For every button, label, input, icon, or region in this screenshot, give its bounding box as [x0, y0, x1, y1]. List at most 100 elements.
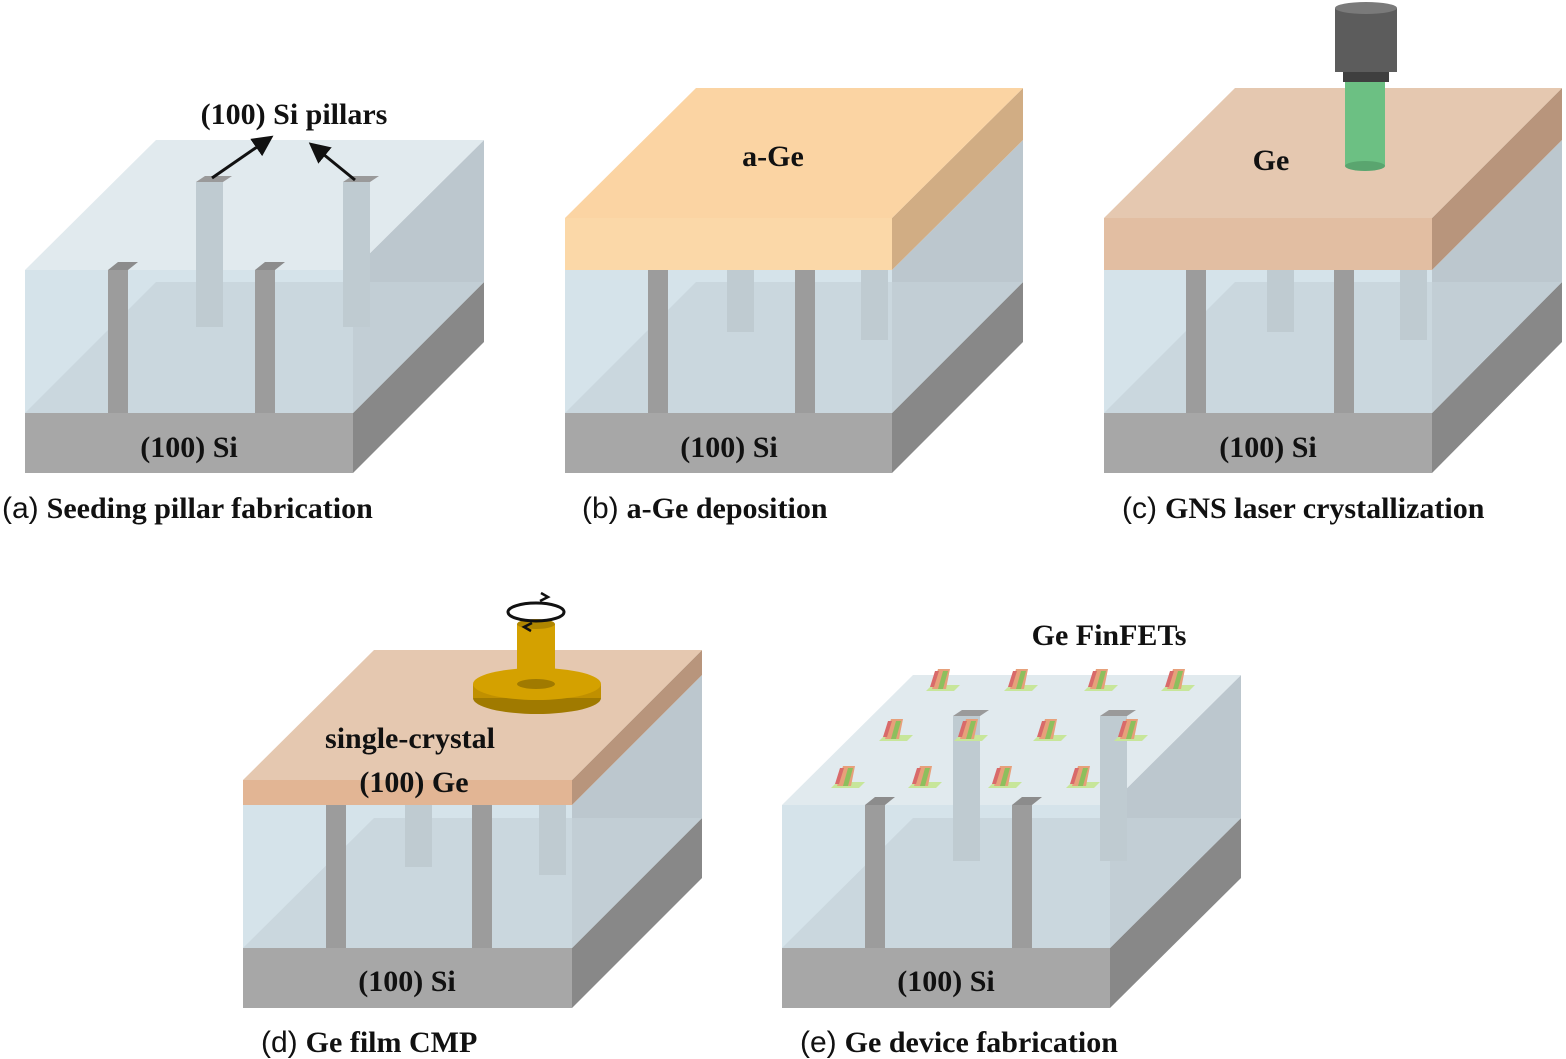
- panel-e: Ge FinFETs (100) Si (e)Ge device fabrica…: [782, 619, 1241, 1059]
- aGe-film-top: [565, 88, 1023, 218]
- substrate-label-d: (100) Si: [358, 965, 456, 998]
- finfet-device: [1084, 669, 1118, 691]
- front-pillar-right: [472, 805, 492, 948]
- cmp-spindle: [517, 624, 555, 684]
- pillar-annotation: (100) Si pillars: [201, 98, 388, 131]
- si-substrate-side: [892, 282, 1023, 473]
- oxide-inner-floor: [1104, 282, 1562, 413]
- aGe-film-front: [565, 218, 892, 270]
- substrate-label-e: (100) Si: [897, 965, 995, 998]
- back-pillar-left: [727, 270, 754, 332]
- finfet-device: [1033, 719, 1067, 741]
- back-pillar-right: [1400, 270, 1427, 340]
- ge-film-side: [1432, 88, 1562, 270]
- caption-text-b: a-Ge deposition: [627, 492, 828, 525]
- finfet-device: [879, 719, 913, 741]
- caption-text-c: GNS laser crystallization: [1165, 492, 1485, 525]
- substrate-label-b: (100) Si: [680, 431, 778, 464]
- panel-c: Ge (100) Si (c)GNS laser crystallization: [1104, 2, 1562, 525]
- laser-beam-spot: [1345, 161, 1385, 171]
- caption-letter-a: (a): [2, 492, 39, 525]
- finfet-device: [908, 766, 942, 788]
- back-pillar-left: [405, 805, 432, 867]
- front-pillar-right: [1334, 270, 1354, 413]
- si-substrate-side: [1110, 818, 1241, 1008]
- si-substrate-front: [782, 948, 1110, 1008]
- front-pillar-left: [648, 270, 668, 413]
- si-substrate-front: [25, 413, 353, 473]
- caption-letter-b: (b): [582, 492, 619, 525]
- ge-film-front: [1104, 218, 1432, 270]
- caption-c: (c)GNS laser crystallization: [1122, 492, 1485, 525]
- caption-a: (a)Seeding pillar fabrication: [2, 492, 373, 525]
- oxide-inner-floor: [565, 282, 1023, 413]
- front-pillar-right: [1012, 805, 1032, 948]
- ge-film-top: [1104, 88, 1562, 218]
- si-substrate-side: [572, 818, 702, 1008]
- back-pillar-right-top: [1100, 710, 1136, 716]
- back-pillar-right: [539, 805, 566, 875]
- arrow-to-left-pillar: [211, 135, 274, 180]
- finfet-device: [988, 766, 1022, 788]
- caption-d: (d)Ge film CMP: [261, 1026, 477, 1059]
- aGe-film-side: [892, 88, 1023, 270]
- device-label-e: Ge FinFETs: [1032, 619, 1187, 652]
- back-pillar-left: [196, 182, 223, 327]
- si-substrate-front: [1104, 413, 1432, 473]
- laser-beam: [1345, 78, 1385, 166]
- front-pillar-left: [108, 270, 128, 413]
- cmp-spindle-bottom: [517, 679, 555, 689]
- substrate-label-a: (100) Si: [140, 431, 238, 464]
- front-pillar-left: [1186, 270, 1206, 413]
- si-substrate-front: [243, 948, 572, 1008]
- film-label-b: a-Ge: [742, 140, 804, 173]
- front-pillar-left-top: [865, 797, 895, 805]
- finfet-device: [1004, 669, 1038, 691]
- back-pillar-right: [861, 270, 888, 340]
- laser-head-body: [1335, 8, 1397, 72]
- back-pillar-left: [1267, 270, 1294, 332]
- caption-text-e: Ge device fabrication: [845, 1026, 1119, 1059]
- front-pillar-right-top: [1012, 797, 1042, 805]
- caption-letter-e: (e): [800, 1026, 837, 1059]
- film-label-c: Ge: [1253, 144, 1290, 177]
- finfet-array: [831, 669, 1195, 788]
- back-pillar-right: [343, 182, 370, 327]
- si-substrate-side: [1432, 282, 1562, 473]
- si-substrate-front: [565, 413, 892, 473]
- rotation-arrow-icon: [506, 591, 566, 633]
- panel-a: (100) Si pillars (100) Si (a)Seeding pil…: [2, 98, 484, 525]
- back-pillar-left-top: [196, 176, 232, 182]
- finfet-device: [926, 669, 960, 691]
- back-pillar-left-top: [953, 710, 989, 716]
- finfet-device: [831, 766, 865, 788]
- panel-b: a-Ge (100) Si (b)a-Ge deposition: [565, 88, 1023, 525]
- finfet-device: [1114, 719, 1148, 741]
- front-pillar-left-top: [108, 262, 138, 270]
- caption-letter-d: (d): [261, 1026, 298, 1059]
- arrow-to-right-pillar: [308, 142, 356, 182]
- finfet-device: [1066, 766, 1100, 788]
- caption-letter-c: (c): [1122, 492, 1157, 525]
- caption-e: (e)Ge device fabrication: [800, 1026, 1118, 1059]
- caption-text-a: Seeding pillar fabrication: [47, 492, 373, 525]
- substrate-label-c: (100) Si: [1219, 431, 1317, 464]
- front-pillar-left: [326, 805, 346, 948]
- finfet-device: [1161, 669, 1195, 691]
- panel-d: single-crystal (100) Ge (100) Si (d)Ge f…: [243, 591, 702, 1059]
- si-substrate-side: [353, 282, 484, 473]
- caption-text-d: Ge film CMP: [306, 1026, 478, 1059]
- front-pillar-right-top: [255, 262, 285, 270]
- front-pillar-right: [795, 270, 815, 413]
- film-label-d-line1: single-crystal: [325, 722, 495, 755]
- finfet-device: [954, 719, 988, 741]
- film-label-d-line2: (100) Ge: [359, 766, 468, 799]
- ge-film-side: [572, 650, 702, 805]
- ge-film-front: [243, 780, 572, 805]
- front-pillar-left: [865, 805, 885, 948]
- caption-b: (b)a-Ge deposition: [582, 492, 828, 525]
- front-pillar-right: [255, 270, 275, 413]
- laser-head-top: [1335, 2, 1397, 14]
- laser-head-nozzle: [1343, 72, 1389, 82]
